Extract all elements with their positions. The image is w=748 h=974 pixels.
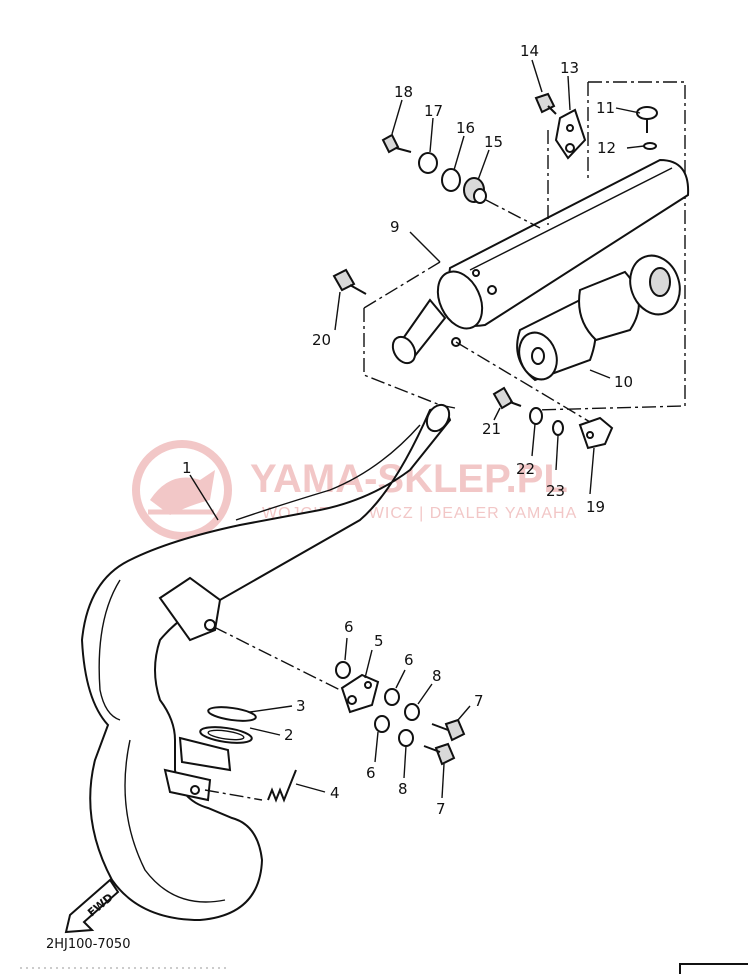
label-part-7a: 7	[474, 692, 484, 710]
label-part-18: 18	[394, 83, 413, 101]
bracket-5	[340, 673, 380, 714]
label-part-6c: 6	[366, 764, 376, 782]
bracket-13	[554, 108, 587, 160]
label-part-9: 9	[390, 218, 400, 236]
washer-22	[529, 407, 543, 425]
muffler-group	[332, 81, 690, 450]
label-part-16: 16	[456, 119, 475, 137]
silencer-insert	[516, 254, 681, 382]
label-part-14: 14	[520, 42, 539, 60]
screw-11	[636, 106, 658, 133]
label-part-20: 20	[312, 331, 331, 349]
washer-6c	[374, 715, 390, 733]
washer-6b	[384, 688, 400, 706]
bolt-14	[534, 92, 557, 115]
label-part-13: 13	[560, 59, 579, 77]
bolt-21	[492, 386, 522, 410]
washer-8b	[398, 729, 414, 747]
washer-12	[643, 142, 657, 150]
group-boundary-left	[363, 308, 456, 409]
label-part-21: 21	[482, 420, 501, 438]
watermark-logo-icon	[132, 440, 232, 540]
label-part-23: 23	[546, 482, 565, 500]
muffler-body	[391, 158, 690, 365]
bolt-20	[332, 268, 367, 295]
group-boundary-right	[534, 81, 686, 411]
gasket-3	[207, 706, 257, 722]
exhaust-pipe	[80, 403, 452, 922]
label-part-4: 4	[330, 784, 340, 802]
collar-17	[418, 152, 438, 174]
label-part-12: 12	[597, 139, 616, 157]
bolt-18	[381, 133, 412, 154]
label-part-3: 3	[296, 697, 306, 715]
label-part-8a: 8	[432, 667, 442, 685]
spring-4	[267, 769, 297, 803]
washer-8a	[404, 703, 420, 721]
label-part-2: 2	[284, 726, 294, 744]
bracket-19	[578, 416, 614, 450]
label-part-15: 15	[484, 133, 503, 151]
label-part-6b: 6	[404, 651, 414, 669]
label-part-1: 1	[182, 459, 192, 477]
diagram-code: 2HJ100-7050	[46, 937, 130, 952]
grommet-15	[463, 177, 487, 204]
label-part-10: 10	[614, 373, 633, 391]
label-part-6a: 6	[344, 618, 354, 636]
gasket-2	[199, 726, 253, 744]
bolt-7b	[423, 742, 456, 766]
label-part-5: 5	[374, 632, 384, 650]
label-part-17: 17	[424, 102, 443, 120]
label-part-19: 19	[586, 498, 605, 516]
spacer-16	[441, 168, 461, 192]
label-part-22: 22	[516, 460, 535, 478]
washer-6a	[335, 661, 351, 679]
leader-lines	[189, 59, 645, 799]
label-part-8b: 8	[398, 780, 408, 798]
bolt-7a	[431, 718, 466, 742]
label-part-7b: 7	[436, 800, 446, 818]
part-labels: 1 2 3 4 5 6 6 6 7 7 8 8 9 10 11 12 13 14…	[182, 42, 633, 818]
washer-23	[552, 420, 564, 436]
label-part-11: 11	[596, 99, 615, 117]
fwd-arrow-icon: FWD	[64, 878, 120, 934]
